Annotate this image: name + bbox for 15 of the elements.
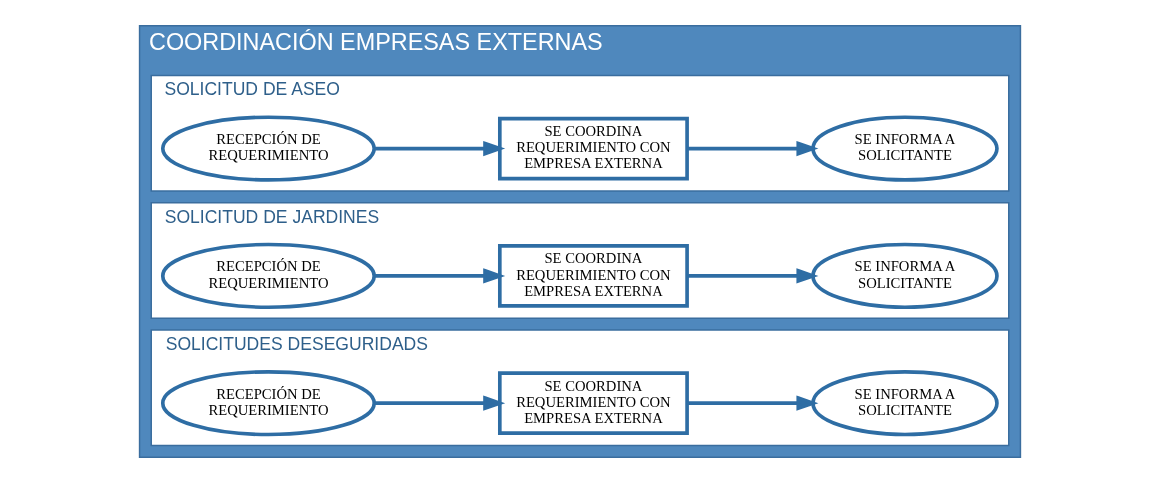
arrow [373,395,505,411]
arrow [373,268,505,284]
node-ellipse: SE INFORMA A SOLICITANTE [810,242,999,310]
node-ellipse: SE INFORMA A SOLICITANTE [810,370,999,437]
node-ellipse: RECEPCIÓN DE REQUERIMIENTO [160,370,376,437]
arrow [686,395,818,411]
node-ellipse: RECEPCIÓN DE REQUERIMIENTO [160,115,376,182]
node-ellipse: SE INFORMA A SOLICITANTE [810,115,999,182]
arrow [686,268,818,284]
node-ellipse: RECEPCIÓN DE REQUERIMIENTO [160,242,376,310]
arrow [686,140,818,157]
arrow [373,140,505,157]
node-box: SE COORDINA REQUERIMIENTO CON EMPRESA EXTERNA [497,371,689,435]
node-box: SE COORDINA REQUERIMIENTO CON EMPRESA EXTERNA [497,116,689,181]
node-box: SE COORDINA REQUERIMIENTO CON EMPRESA EXTERNA [497,244,689,308]
